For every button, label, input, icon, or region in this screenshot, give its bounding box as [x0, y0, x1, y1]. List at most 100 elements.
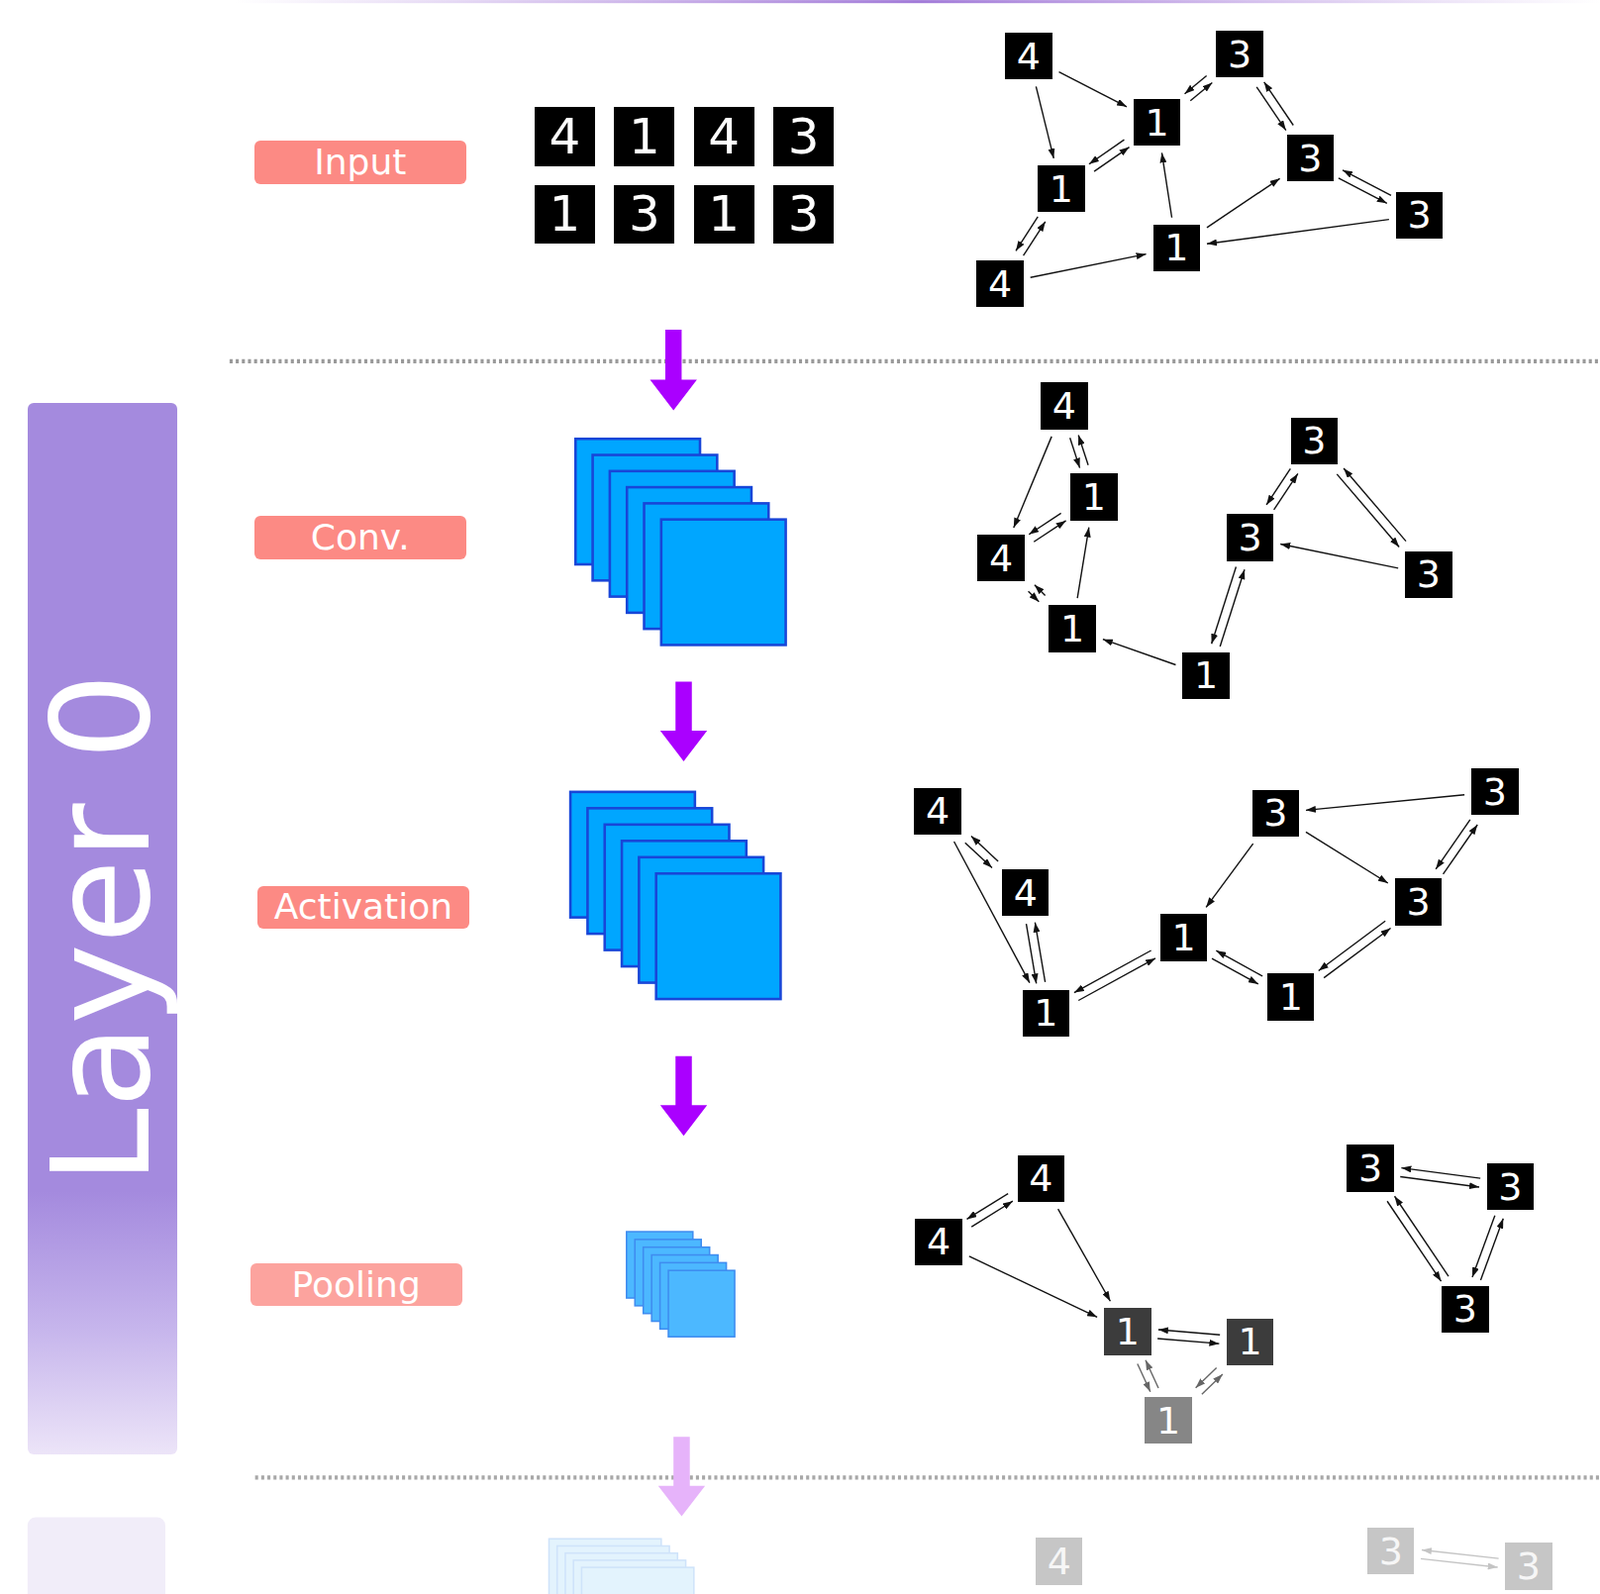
digit-thumbnail: 1: [1048, 604, 1096, 652]
arrow-line: [1028, 591, 1040, 602]
stage-label-text: Conv.: [310, 519, 410, 556]
feature-map: [581, 1567, 694, 1594]
flow-arrow: [660, 1056, 707, 1136]
flow-arrow: [658, 1436, 705, 1516]
digit-thumbnail: 3: [1252, 790, 1300, 837]
graph-arrow: [1305, 831, 1389, 884]
feature-map: [668, 1270, 735, 1337]
arrow-line: [1400, 1168, 1481, 1179]
graph-arrow: [1059, 72, 1127, 107]
digit-text: 3: [1227, 35, 1252, 74]
arrow-line: [1211, 566, 1237, 644]
digit-thumbnail: 1: [1153, 224, 1200, 272]
arrow-line: [1190, 82, 1212, 100]
digit-thumbnail: 1: [534, 185, 596, 245]
arrow-line: [1421, 1549, 1500, 1559]
arrow-line: [1030, 254, 1147, 279]
arrow-line: [1137, 1364, 1151, 1393]
arrow-line: [1305, 831, 1389, 884]
flow-arrow: [650, 329, 698, 410]
arrow-line: [1023, 221, 1046, 256]
digit-thumbnail: 4: [1017, 1155, 1065, 1202]
arrow-line: [1305, 795, 1465, 811]
digit-thumbnail: 4: [1004, 32, 1052, 80]
graph-arrow: [1206, 178, 1281, 227]
digit-thumbnail: 1: [1144, 1397, 1192, 1444]
digit-thumbnail: 3: [1215, 30, 1263, 78]
digit-text: 4: [1052, 387, 1077, 425]
arrow-line: [1387, 1200, 1441, 1282]
graph-arrow: [1280, 543, 1399, 568]
stage-label: Input: [254, 140, 467, 184]
arrow-line: [965, 842, 993, 868]
digit-text: 4: [1028, 1159, 1053, 1198]
arrow-line: [1094, 147, 1129, 173]
graph-arrow: [1077, 527, 1090, 600]
digit-thumbnail: 3: [773, 185, 834, 245]
digit-text: 1: [1033, 994, 1058, 1032]
digit-text: 1: [628, 111, 661, 162]
stage-label: Pooling: [250, 1263, 463, 1306]
digit-thumbnail: 4: [977, 534, 1024, 582]
flow-arrow: [660, 682, 707, 762]
arrow-line: [1323, 928, 1391, 979]
arrow-line: [1201, 1374, 1223, 1395]
arrow-line: [1211, 958, 1259, 985]
digit-text: 3: [1237, 518, 1262, 557]
arrow-line: [1035, 86, 1054, 159]
digit-text: 3: [1416, 555, 1441, 594]
feature-map: [656, 873, 782, 1000]
arrow-line: [1472, 1215, 1496, 1278]
graph-arrow: [1256, 82, 1294, 131]
graph-arrow: [1026, 922, 1046, 985]
digit-thumbnail: 4: [914, 1218, 962, 1266]
graph-arrow: [1387, 1196, 1449, 1282]
digit-text: 4: [707, 111, 740, 162]
arrow-line: [1028, 512, 1061, 534]
digit-text: 1: [707, 189, 740, 239]
stage-label-text: Pooling: [292, 1267, 421, 1303]
digit-text: 4: [549, 111, 582, 162]
graph-arrow: [1137, 1360, 1159, 1393]
stage-label-text: Activation: [274, 889, 453, 925]
arrow-line: [1205, 843, 1253, 907]
arrow-line: [1219, 569, 1245, 647]
arrow-line: [966, 1194, 1008, 1220]
arrow-line: [1161, 152, 1172, 217]
graph-arrow: [1161, 152, 1172, 217]
digit-text: 3: [1301, 421, 1326, 460]
digit-thumbnail: 3: [613, 185, 675, 245]
graph-arrow: [1089, 139, 1130, 172]
arrow-line: [1395, 1196, 1449, 1277]
graph-arrow: [1030, 254, 1147, 279]
arrow-line: [1318, 920, 1386, 971]
arrow-line: [1015, 216, 1038, 251]
arrow-line: [1280, 543, 1399, 568]
digit-thumbnail: 3: [1471, 768, 1518, 815]
digit-text: 1: [1156, 1401, 1181, 1440]
digit-text: 1: [1194, 656, 1218, 695]
arrow-line: [1196, 1368, 1217, 1389]
graph-arrow: [1318, 920, 1392, 978]
section-divider: [255, 1475, 1600, 1480]
top-rule: [234, 0, 1600, 3]
graph-arrow: [1035, 86, 1054, 159]
digit-text: 1: [1060, 609, 1085, 648]
arrow-line: [1026, 923, 1037, 984]
digit-thumbnail: 1: [613, 106, 675, 167]
graph-arrow: [1157, 1329, 1220, 1344]
graph-arrow: [1028, 512, 1066, 542]
graph-arrow: [1336, 468, 1406, 547]
graph-arrow: [1058, 1208, 1111, 1301]
arrow-line: [1343, 468, 1406, 542]
layer-band: Layer 0: [27, 402, 179, 1455]
graph-arrow: [1185, 76, 1213, 101]
section-divider: [229, 359, 1600, 364]
graph-arrow: [1211, 566, 1245, 646]
graph-arrow: [1400, 1168, 1481, 1188]
digit-thumbnail: 1: [1226, 1318, 1274, 1366]
layer-title: Layer 0: [34, 673, 172, 1185]
digit-text: 3: [788, 189, 820, 239]
arrow-line: [1480, 1218, 1503, 1281]
graph-arrow: [1028, 585, 1046, 602]
